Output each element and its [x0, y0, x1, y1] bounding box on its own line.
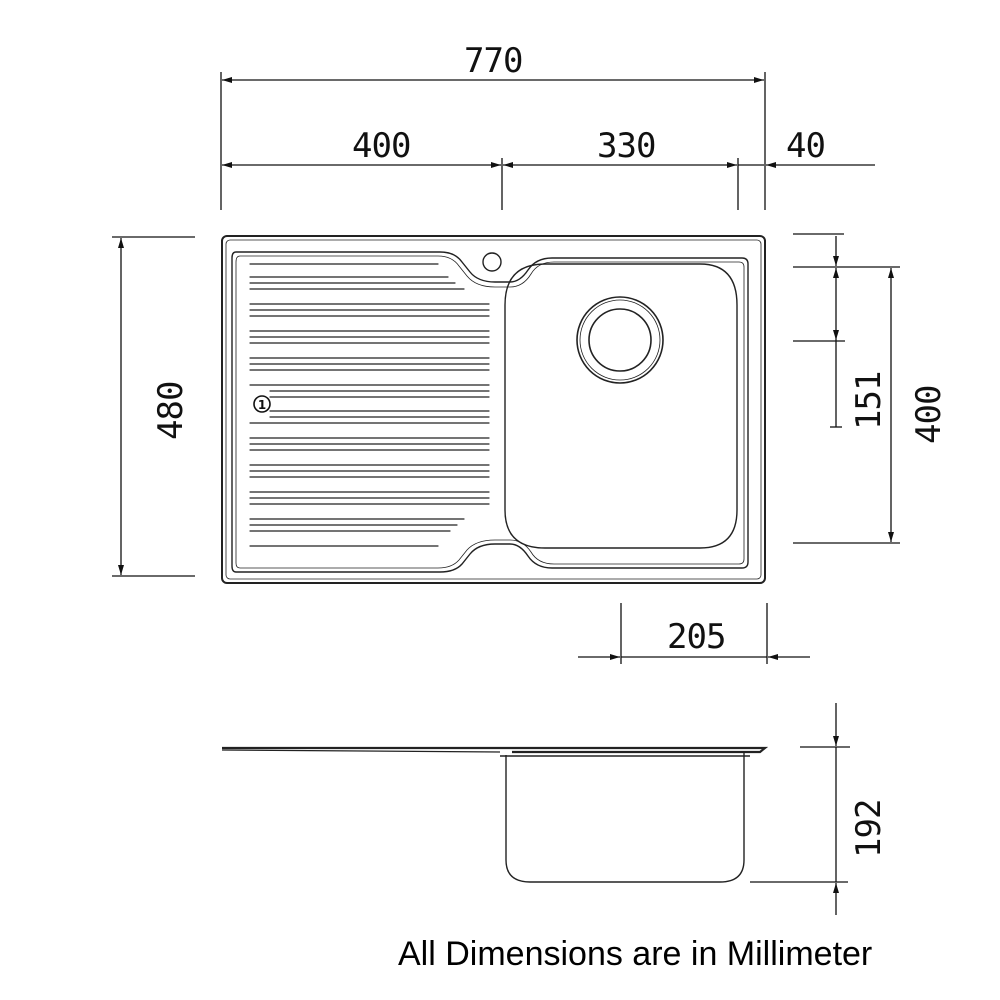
dim-drain-center: 205 [667, 617, 725, 657]
drain-inner [588, 308, 652, 372]
dim-bowl-width: 330 [597, 126, 655, 166]
tap-hole [482, 252, 502, 272]
drain-dimension [578, 603, 810, 664]
depth-dimension [750, 703, 850, 915]
left-dimension [112, 236, 195, 577]
dim-rim-right: 40 [786, 126, 825, 166]
dim-drain-offset: 151 [849, 372, 889, 430]
drainer-grooves [249, 263, 490, 547]
sink-plan-view [221, 235, 766, 584]
dim-bowl-depth: 192 [849, 800, 889, 858]
sink-side-view [221, 746, 769, 883]
drain-outer [576, 296, 664, 384]
dim-overall-width: 770 [464, 41, 522, 81]
overflow-callout: 1 [253, 395, 271, 413]
units-note: All Dimensions are in Millimeter [398, 935, 873, 973]
right-dimensions [793, 233, 900, 544]
svg-text:1: 1 [258, 398, 266, 412]
top-dimensions [220, 72, 875, 210]
dim-bowl-length: 400 [909, 386, 949, 444]
dim-overall-depth: 480 [151, 382, 191, 440]
dim-drainer-width: 400 [352, 126, 410, 166]
